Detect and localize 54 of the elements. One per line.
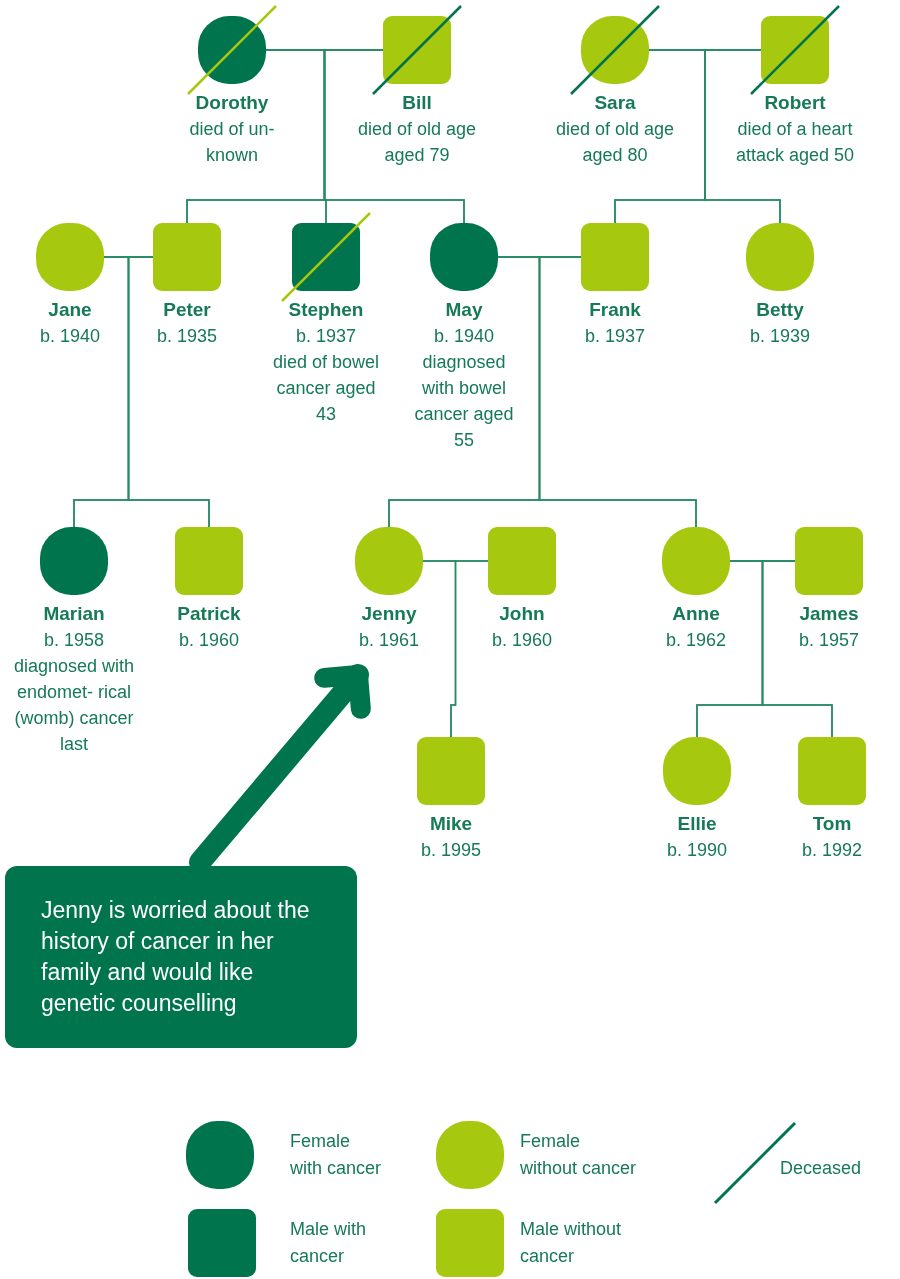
legend-label: Female without cancer [520, 1130, 638, 1180]
person-details: died of a heart attack aged 50 [734, 118, 856, 167]
person-details: b. 1995 [420, 839, 482, 862]
person-details: diagnosed with bowel cancer aged 55 [413, 351, 515, 452]
person-details: b. 1992 [801, 839, 863, 862]
pedigree-line [450, 560, 489, 738]
person-details: died of un- known [188, 118, 276, 167]
person-name: Frank [589, 298, 641, 322]
person-details: died of old age aged 79 [356, 118, 478, 167]
person-name: Mike [429, 812, 473, 836]
person-details: b. 1961 [358, 629, 420, 652]
callout-box [5, 866, 357, 1048]
person-details: b. 1937 [295, 325, 357, 348]
callout-text: Jenny is worried about the history of cancer in her family and would like genetic counselling [41, 896, 311, 1018]
legend-label: Male without cancer [520, 1218, 623, 1268]
person-name: Bill [402, 91, 432, 115]
person-details: b. 1939 [749, 325, 811, 348]
person-name: Betty [756, 298, 804, 322]
person-details: died of old age aged 80 [554, 118, 676, 167]
person-details: diagnosed with endomet- rical (womb) cancer last [12, 655, 136, 756]
person-name: Jenny [361, 602, 417, 626]
pedigree-line [323, 49, 465, 224]
person-details: b. 1958 [43, 629, 105, 652]
person-name: Stephen [288, 298, 364, 322]
legend-label: Male with cancer [290, 1218, 368, 1268]
person-name: John [499, 602, 545, 626]
pedigree-line [761, 560, 833, 738]
person-name: Robert [764, 91, 826, 115]
person-details: b. 1960 [178, 629, 240, 652]
person-name: Sara [594, 91, 636, 115]
person-name: Tom [812, 812, 852, 836]
person-details: b. 1940 [433, 325, 495, 348]
person-details: b. 1962 [665, 629, 727, 652]
person-details: b. 1935 [156, 325, 218, 348]
person-name: James [799, 602, 859, 626]
legend-label: Female with cancer [290, 1130, 383, 1180]
person-name: Jane [48, 298, 92, 322]
person-name: Ellie [677, 812, 717, 836]
person-name: Dorothy [195, 91, 269, 115]
person-name: Marian [43, 602, 105, 626]
person-details: died of bowel cancer aged 43 [271, 351, 381, 426]
legend-label: Deceased [780, 1157, 863, 1180]
person-details: b. 1960 [491, 629, 553, 652]
pedigree-line [127, 256, 210, 528]
pedigree-line [704, 49, 781, 224]
pedigree-line [538, 256, 697, 528]
person-name: Patrick [177, 602, 241, 626]
person-name: Peter [163, 298, 211, 322]
person-name: May [445, 298, 483, 322]
person-details: b. 1990 [666, 839, 728, 862]
person-details: b. 1940 [39, 325, 101, 348]
person-details: b. 1937 [584, 325, 646, 348]
person-name: Anne [672, 602, 720, 626]
person-details: b. 1957 [798, 629, 860, 652]
